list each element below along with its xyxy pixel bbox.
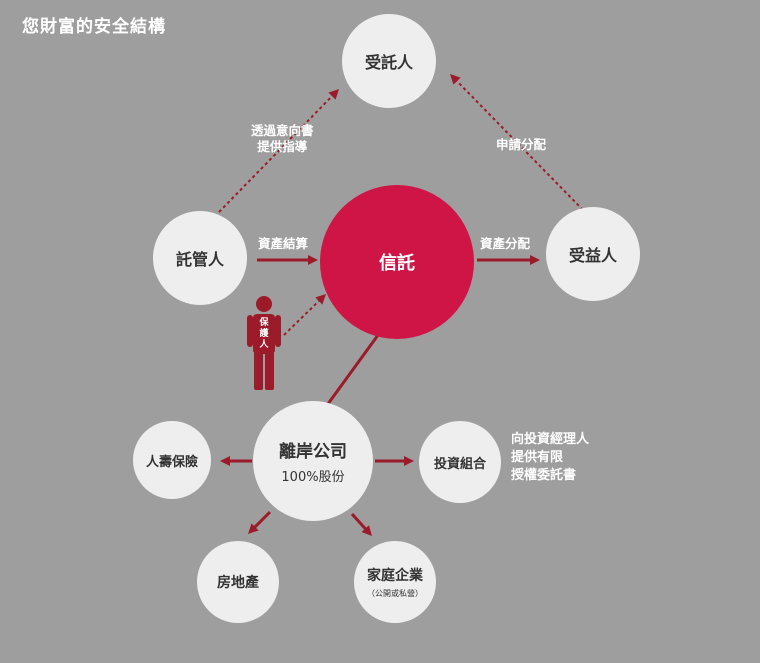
portfolio-note-line-1: 向投資經理人	[511, 432, 590, 447]
trust-node: 信託	[320, 185, 474, 339]
protector-right-leg	[265, 352, 274, 390]
settlor-trust-arrow-head	[308, 255, 318, 265]
portfolio-note-line-3: 授權委託書	[511, 468, 577, 483]
protector-right-arm	[275, 315, 281, 347]
life-insurance-label: 人壽保險	[145, 454, 198, 470]
protector-char-3: 人	[259, 340, 269, 350]
edge-label-distribution: 資產分配	[480, 236, 531, 251]
offshore-insurance-arrow-head	[220, 456, 230, 466]
real-estate-label: 房地產	[217, 575, 259, 591]
trustee-label: 受託人	[364, 53, 413, 72]
page-title: 您財富的安全結構	[22, 17, 166, 37]
portfolio-note-line-2: 提供有限	[511, 450, 564, 465]
portfolio-note: 向投資經理人 提供有限 授權委託書	[511, 431, 589, 485]
portfolio-label: 投資組合	[433, 456, 486, 472]
settlor-label: 託管人	[175, 250, 224, 269]
offshore-portfolio-arrow-head	[404, 456, 414, 466]
offshore-property-arrow-line	[252, 510, 272, 530]
settlor-trustee-arrow-head	[328, 89, 339, 100]
offshore-company-label: 離岸公司	[279, 442, 347, 462]
offshore-company-node: 離岸公司 100%股份	[253, 401, 373, 521]
settlor-node: 託管人	[153, 211, 247, 305]
life-insurance-node: 人壽保險	[133, 421, 211, 499]
beneficiary-node: 受益人	[546, 207, 640, 301]
protector-char-2: 護	[259, 329, 269, 339]
family-business-note: （公開或私營）	[367, 589, 423, 598]
protector-head	[256, 296, 272, 312]
edge-label-intent: 透過意向書 提供指導	[251, 123, 314, 155]
trust-offshore-link	[323, 330, 383, 409]
protector-trust-arrow-head	[315, 294, 326, 305]
edge-label-intent-line-1: 透過意向書	[251, 123, 314, 138]
protector-label: 保 護 人	[257, 318, 271, 351]
offshore-family-arrow-head	[361, 525, 372, 536]
protector-body	[253, 314, 275, 354]
protector-left-arm	[247, 315, 253, 347]
protector-char-1: 保	[259, 318, 269, 328]
trustee-node: 受託人	[342, 14, 436, 108]
beneficiary-trustee-arrow-line	[453, 77, 584, 211]
settlor-trustee-arrow-line	[218, 92, 336, 213]
protector-left-leg	[254, 352, 263, 390]
family-business-node: 家庭企業 （公開或私營）	[354, 541, 436, 623]
offshore-company-share: 100%股份	[281, 470, 345, 485]
edge-label-settlement: 資產結算	[258, 236, 309, 251]
beneficiary-trustee-arrow-head	[450, 74, 461, 85]
beneficiary-label: 受益人	[568, 246, 617, 265]
offshore-family-arrow-line	[350, 512, 368, 532]
edge-label-intent-line-2: 提供指導	[257, 139, 308, 154]
protector-trust-arrow-line	[283, 297, 323, 336]
real-estate-node: 房地產	[197, 541, 279, 623]
edge-label-apply: 申請分配	[496, 137, 547, 152]
family-business-label: 家庭企業	[367, 568, 423, 584]
trust-beneficiary-arrow-head	[530, 255, 540, 265]
offshore-property-arrow-head	[248, 523, 259, 534]
trust-label: 信託	[379, 253, 415, 274]
portfolio-node: 投資組合	[419, 421, 501, 503]
